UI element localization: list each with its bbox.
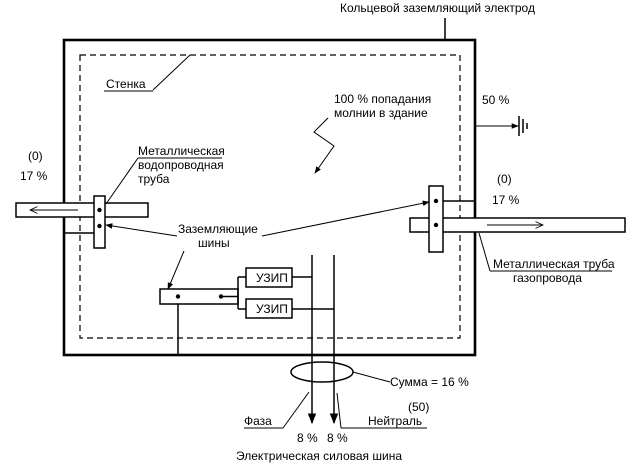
ground-symbol-icon — [518, 116, 528, 136]
gas-pipe-label-line1: Металлическая труба — [493, 257, 615, 271]
phase-percent-label: 8 % — [297, 431, 318, 445]
water-pipe-clamp — [93, 195, 106, 249]
right-percent-label: 17 % — [492, 193, 520, 207]
gas-pipe-clamp — [428, 185, 444, 253]
lightning-bolt-icon — [313, 117, 335, 174]
spd-label-2: УЗИП — [256, 302, 288, 316]
gas-pipe-bar-dot — [433, 198, 439, 204]
gas-pipe-label-line2: газопровода — [513, 271, 582, 285]
power-bus-label: Электрическая силовая шина — [236, 449, 402, 463]
wall-leader — [152, 54, 191, 91]
wall-label: Стенка — [106, 77, 146, 91]
earthing-bars-label-line2: шины — [198, 236, 230, 250]
phase-label: Фаза — [244, 414, 272, 428]
right-zero-label: (0) — [497, 172, 512, 186]
gas-pipe-leader — [478, 232, 491, 272]
earthing-bars-leader-right — [261, 200, 430, 237]
left-percent-label: 17 % — [20, 169, 48, 183]
earthing-bars-label-line1: Заземляющие — [178, 222, 258, 236]
lightning-label-line1: 100 % попадания — [334, 92, 431, 106]
wall-dashed-outline — [79, 54, 461, 339]
sum-label: Сумма = 16 % — [390, 375, 469, 389]
water-pipe-leader — [105, 157, 139, 205]
building-outline — [62, 38, 477, 357]
neutral-leader — [336, 392, 342, 429]
water-pipe-label-line1: Металлическая — [138, 144, 225, 158]
sum-zero-label: (50) — [408, 400, 429, 414]
water-pipe-connection-dot — [97, 207, 102, 213]
neutral-percent-label: 8 % — [327, 431, 348, 445]
earthing-bars-leader-down — [167, 250, 185, 290]
main-bar-left-dot — [175, 294, 181, 299]
ring-electrode-label: Кольцевой заземляющий электрод — [340, 1, 535, 15]
earth-percent-label: 50 % — [482, 93, 510, 107]
water-pipe-bar-dot — [97, 223, 102, 229]
left-zero-label: (0) — [28, 149, 43, 163]
gas-pipe-connection-dot — [433, 222, 439, 228]
neutral-label: Нейтраль — [368, 414, 422, 428]
water-pipe — [15, 202, 149, 218]
lightning-label-line2: молнии в здание — [334, 106, 428, 120]
earthing-bars-leader-left — [105, 223, 178, 237]
water-pipe-label-line3: труба — [138, 172, 170, 186]
sum-current-ellipse — [290, 361, 354, 383]
water-pipe-label-line2: водопроводная — [138, 158, 224, 172]
sum-leader — [352, 371, 391, 383]
spd-label-1: УЗИП — [256, 271, 288, 285]
phase-leader — [282, 391, 310, 429]
